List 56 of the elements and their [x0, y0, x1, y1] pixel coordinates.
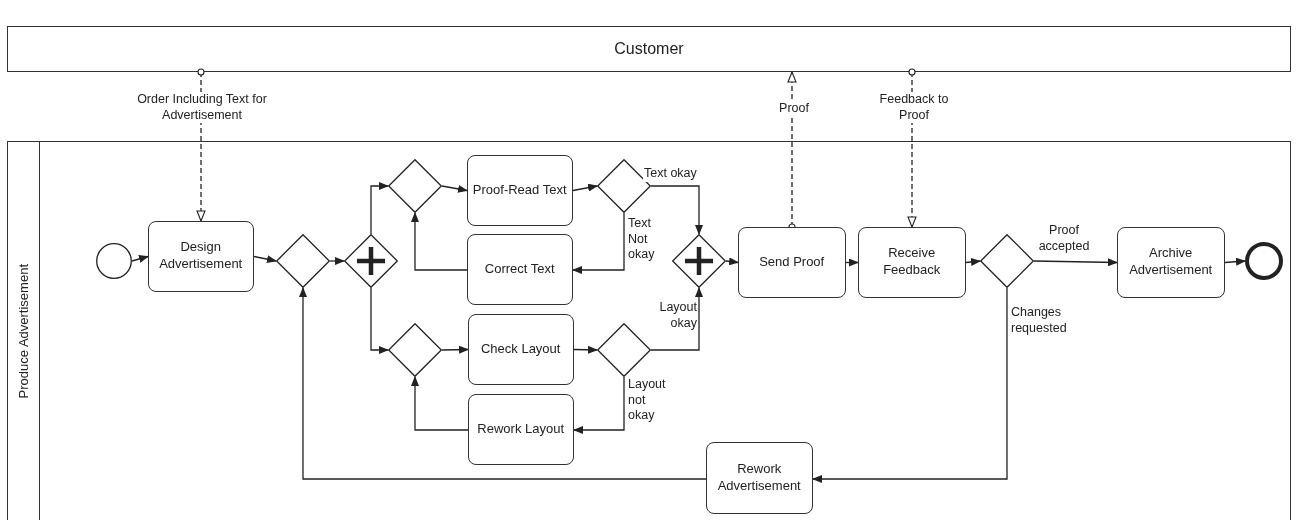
sequence-flow-arrow	[441, 345, 469, 354]
gateway-diamond	[387, 322, 442, 377]
pool-label: Produce Advertisement	[16, 264, 31, 399]
gateway-diamond	[387, 158, 442, 213]
sequence-flow-arrow	[650, 287, 703, 351]
sequence-flow-arrow	[650, 185, 703, 235]
sequence-flow-arrow	[1224, 257, 1246, 266]
task-box	[705, 441, 813, 514]
task-label: Send Proof	[759, 253, 825, 271]
sequence-flow-arrow	[812, 287, 1008, 483]
sequence-flow-arrow	[725, 257, 739, 266]
sequence-flow-arrow	[572, 212, 625, 274]
sequence-flow-arrow	[329, 257, 345, 265]
sequence-flow-arrow	[253, 255, 277, 264]
sequence-flow-arrow	[299, 287, 707, 480]
gateway-diamond	[275, 233, 330, 288]
gateway-diamond	[596, 322, 651, 377]
sequence-flow-arrow	[845, 258, 859, 267]
message-flow-arrow	[907, 68, 917, 228]
pool	[7, 141, 1291, 520]
edge-label: Layout not okay	[627, 377, 669, 424]
sequence-flow-arrow	[965, 258, 981, 266]
task-label: Design Advertisement	[158, 239, 244, 274]
parallel-gateway-diamond	[343, 233, 398, 288]
task-box	[466, 154, 573, 226]
gateway-diamond	[979, 233, 1034, 288]
pool-label: Customer	[614, 40, 684, 58]
sequence-flow-arrow	[131, 255, 149, 263]
parallel-gateway-diamond	[671, 233, 726, 288]
sequence-flow-arrow	[572, 183, 598, 192]
sequence-flow-arrow	[370, 182, 389, 235]
message-flow-arrow	[196, 68, 206, 222]
task-label: Correct Text	[484, 260, 555, 278]
task-box	[147, 220, 254, 292]
task-box	[467, 313, 574, 385]
task-box	[467, 393, 574, 465]
task-box	[737, 226, 846, 298]
end-event-circle	[1244, 241, 1283, 280]
sequence-flow-arrow	[441, 184, 468, 193]
sequence-flow-arrow	[573, 345, 598, 354]
task-box	[857, 226, 966, 298]
task-label: Check Layout	[480, 340, 561, 358]
task-label: Archive Advertisement	[1128, 245, 1214, 280]
task-label: Proof-Read Text	[472, 181, 567, 199]
task-box	[1116, 226, 1225, 298]
start-event-circle	[95, 242, 132, 279]
sequence-flow-arrow	[411, 212, 468, 271]
task-label: Rework Advertisement	[716, 460, 802, 495]
sequence-flow-arrow	[573, 376, 625, 434]
task-label: Rework Layout	[477, 420, 565, 438]
sequence-flow-arrow	[370, 287, 389, 354]
task-box	[466, 233, 573, 305]
sequence-flow-arrow	[1033, 258, 1118, 267]
sequence-flow-arrow	[411, 376, 469, 431]
pool	[7, 26, 1291, 72]
task-label: Receive Feedback	[882, 245, 942, 280]
